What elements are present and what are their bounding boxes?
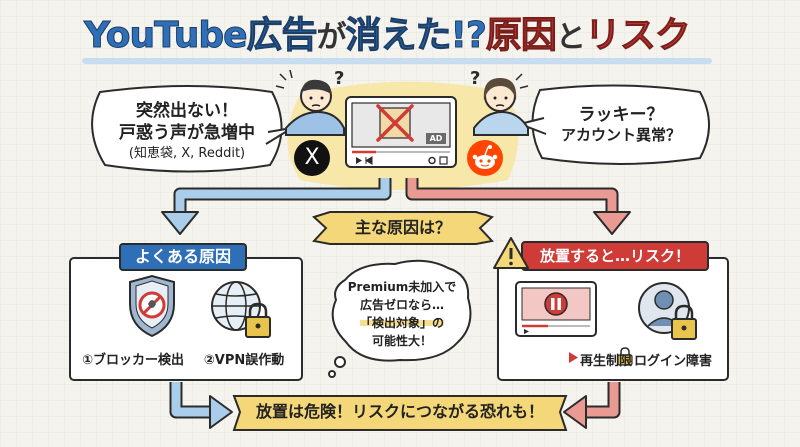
ad-label: AD	[429, 134, 443, 143]
right-panel-header: 放置すると…リスク！	[539, 247, 690, 265]
worry-lines	[275, 69, 293, 89]
play-triangle-icon	[569, 352, 578, 363]
thought-line-2: 広告ゼロなら…	[359, 298, 444, 312]
thought-dot-2	[328, 370, 336, 378]
question-mark-icon-2: ?	[470, 68, 480, 89]
title-ga: が	[316, 20, 347, 55]
title-disappeared: 消えた!?	[345, 15, 487, 57]
thought-line-3: 「検出対象」の	[359, 316, 444, 330]
reddit-logo-icon	[467, 140, 503, 176]
title-risk: リスク	[584, 15, 691, 57]
restricted-video-icon	[515, 281, 597, 337]
worry-lines-2	[515, 73, 529, 89]
login-lock-icon	[671, 304, 697, 340]
center-banner-text: 主な原因は？	[354, 218, 451, 237]
thought-line-1: Premium未加入で	[347, 280, 457, 294]
left-bubble-line-3: (知恵袋, X, Reddit)	[128, 146, 246, 161]
page-title: YouTube広告が消えた!?原因とリスク	[84, 14, 692, 60]
bottom-left-arrow	[171, 382, 212, 417]
left-bubble-line-2: 戸惑う声が急増中	[119, 123, 255, 143]
thought-line-4: 可能性大！	[371, 334, 432, 348]
next-icon	[365, 156, 373, 165]
small-lock-icon	[617, 347, 633, 366]
bottom-right-arrow-head	[563, 395, 587, 429]
left-panel-header: よくある原因	[134, 247, 231, 266]
right-speech-bubble	[531, 84, 710, 165]
left-speech-bubble	[91, 85, 283, 173]
left-panel-header-bg	[119, 243, 247, 271]
arrow-to-left	[175, 178, 390, 214]
question-mark-icon: ?	[334, 68, 344, 89]
title-cause: 原因	[485, 15, 557, 57]
x-logo-letter: X	[304, 145, 320, 170]
risk-item-playback: 再生制限	[580, 354, 633, 369]
bottom-left-arrow-head	[209, 395, 233, 429]
right-bubble-line-2: アカウント異常？	[560, 126, 681, 144]
cause-item-vpn: ②VPN誤作動	[203, 353, 285, 368]
cross-mark-icon	[376, 104, 414, 142]
blocker-shield-icon	[129, 274, 175, 338]
thought-bubble	[331, 259, 472, 362]
title-youtube-ad: YouTube広告	[84, 15, 319, 57]
worried-man-illustration	[285, 79, 345, 136]
left-bubble-line-1: 突然出ない！	[136, 101, 238, 121]
center-banner-shape	[312, 211, 494, 245]
title-underline	[82, 58, 712, 64]
video-player	[345, 96, 457, 168]
arrow-to-left-head	[161, 211, 199, 235]
risk-item-login: ログイン障害	[634, 354, 713, 369]
cause-item-blocker: ①ブロッカー検出	[81, 353, 184, 368]
bottom-banner-text: 放置は危険！リスクにつながる恐れも！	[255, 402, 544, 421]
arrow-to-right	[407, 178, 617, 214]
play-icon	[356, 157, 362, 164]
settings-gear-icon	[428, 156, 436, 165]
highlight-marker	[360, 320, 444, 326]
bottom-banner-shape	[232, 395, 568, 431]
vpn-lock-icon	[245, 302, 271, 338]
arrow-to-right-head	[593, 211, 631, 235]
right-bubble-line-1: ラッキー？	[578, 105, 664, 125]
worried-woman-illustration	[473, 78, 529, 136]
x-logo-icon	[294, 140, 330, 176]
fullscreen-icon	[439, 156, 448, 165]
warning-triangle-icon	[493, 237, 529, 269]
title-to: と	[555, 20, 586, 55]
bottom-right-arrow	[584, 382, 619, 417]
thought-dot-1	[334, 356, 346, 368]
